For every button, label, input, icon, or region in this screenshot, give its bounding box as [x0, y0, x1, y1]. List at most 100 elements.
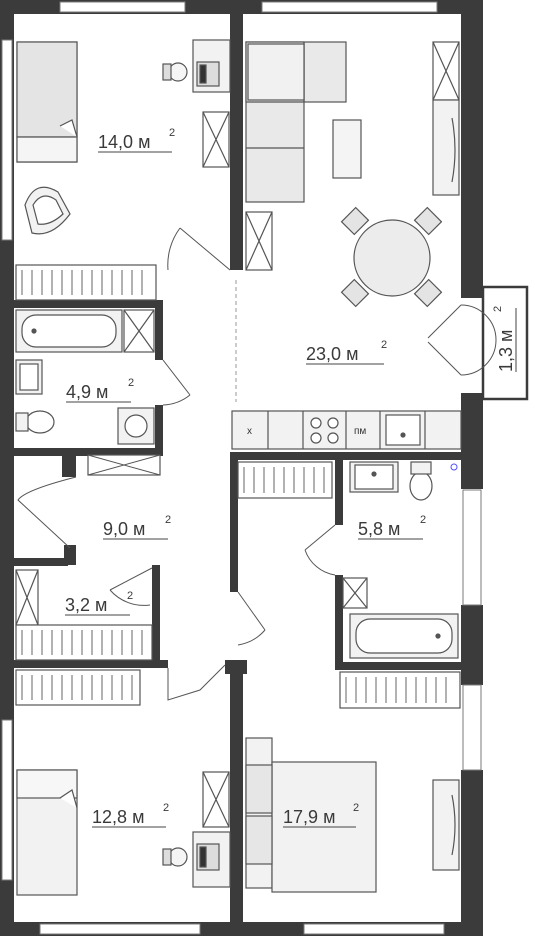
- area-closet: 3,2 м: [65, 595, 107, 615]
- wall-pillar-left: [62, 455, 76, 477]
- living-room-furniture: [245, 41, 460, 308]
- door-hall-entry: [17, 476, 77, 549]
- hob-burner-1: [310, 417, 322, 429]
- area-sup-bedroom-top: 2: [169, 127, 175, 139]
- door-bedroom-bottom-left: [167, 664, 226, 701]
- hob-burner-3: [310, 432, 322, 444]
- closet-rack-lines: [21, 630, 143, 655]
- riser-marker: [450, 463, 458, 471]
- wall-bath-left-right2: [155, 405, 163, 455]
- door-bathroom-right: [304, 524, 336, 576]
- outer-wall-right-bottom: [461, 770, 483, 936]
- dining-chair-3: [340, 278, 370, 308]
- rack-bedroom-bottom: [15, 669, 141, 706]
- room-label-bathroom-right: 5,8 м 2: [358, 514, 426, 540]
- area-sup-hallway: 2: [165, 514, 171, 526]
- window-bottom-right: [303, 923, 445, 935]
- window-left-2: [1, 719, 13, 881]
- room-label-bedroom-bottom-right: 17,9 м 2: [283, 802, 359, 828]
- rack-bath-right-lines: [243, 467, 325, 493]
- hob-burner-2: [327, 417, 339, 429]
- rack-bath-right: [237, 461, 333, 499]
- room-label-living: 23,0 м 2: [306, 339, 387, 365]
- closet-rack: [15, 624, 153, 661]
- area-sup-living: 2: [381, 339, 387, 351]
- wall-bath-left-bottom: [8, 448, 163, 456]
- door-closet: [109, 567, 153, 606]
- room-labels: 14,0 м 2 23,0 м 2 1,3 м 2 4,9 м 2 9,0 м …: [65, 127, 517, 828]
- partition-bedroom-living: [230, 8, 243, 270]
- bathroom-left-furniture: [15, 309, 155, 445]
- dining-chair-4: [413, 278, 443, 308]
- wall-bath-right-left: [230, 452, 238, 592]
- area-living: 23,0 м: [306, 344, 358, 364]
- closet-furniture: [15, 569, 153, 661]
- area-balcony: 1,3 м: [496, 330, 516, 372]
- window-left-1: [1, 39, 13, 241]
- room-label-bedroom-bottom-left: 12,8 м 2: [92, 802, 169, 828]
- wardrobe-hall-top: [15, 264, 157, 301]
- toilet-left: [25, 410, 55, 434]
- bedroom-top-furniture: [15, 39, 231, 301]
- area-sup-bathroom-right: 2: [420, 514, 426, 526]
- rack-bedroom-bottom-right: [339, 671, 461, 709]
- dining-chair-2: [413, 206, 443, 236]
- rack-bedroom-bottom-lines: [21, 675, 133, 700]
- windows: [1, 1, 482, 935]
- room-label-closet: 3,2 м 2: [65, 590, 133, 616]
- dining-chair-1: [340, 206, 370, 236]
- wall-bath-right-inner2: [335, 575, 343, 670]
- door-bedroom-bottom-right: [237, 591, 266, 646]
- wall-closet-bottom: [8, 660, 168, 668]
- room-label-bedroom-top: 14,0 м 2: [98, 127, 175, 153]
- window-right-2: [462, 684, 482, 771]
- area-sup-closet: 2: [127, 590, 133, 602]
- wall-closet-pillar: [64, 545, 76, 565]
- door-bathroom-left: [162, 359, 191, 406]
- rack-bedroom-bottom-right-lines: [345, 677, 447, 703]
- toilet-right: [409, 471, 433, 501]
- area-sup-bedroom-bottom-right: 2: [353, 802, 359, 814]
- bedroom-bottom-left-furniture: [15, 669, 231, 896]
- area-hallway: 9,0 м: [103, 519, 145, 539]
- room-label-balcony: 1,3 м 2: [492, 306, 517, 372]
- outer-wall-right-top: [461, 0, 483, 298]
- area-bedroom-top: 14,0 м: [98, 132, 150, 152]
- wardrobe-lines-top: [21, 270, 143, 295]
- office-chair-top: [168, 62, 188, 82]
- area-bedroom-bottom-right: 17,9 м: [283, 807, 335, 827]
- office-chair-bottom: [168, 847, 188, 867]
- kitchen: [231, 410, 462, 450]
- area-bathroom-left: 4,9 м: [66, 382, 108, 402]
- balcony: [427, 285, 529, 401]
- dining-table: [353, 219, 431, 297]
- wall-bath-right-inner: [335, 460, 343, 525]
- window-right-1: [462, 489, 482, 606]
- bathroom-right-furniture: [237, 461, 459, 659]
- wall-bath-right-bottom: [335, 662, 470, 670]
- window-top-right: [261, 1, 438, 13]
- outer-wall-right-lower: [461, 605, 483, 685]
- door-bedroom-top: [167, 227, 231, 271]
- dishwasher-label: пм: [354, 426, 366, 437]
- bedroom-bottom-right-furniture: [245, 671, 461, 893]
- kitchen-sink: [385, 414, 421, 446]
- area-bedroom-bottom-left: 12,8 м: [92, 807, 144, 827]
- hob-burner-4: [327, 432, 339, 444]
- partition-bedrooms: [230, 660, 243, 930]
- wall-closet-right: [152, 565, 160, 665]
- area-sup-bathroom-left: 2: [128, 377, 134, 389]
- wall-pillar-bottom: [225, 660, 247, 674]
- wall-closet-top: [8, 558, 68, 566]
- wall-bath-left-right: [155, 300, 163, 360]
- wall-bath-left-top: [8, 300, 163, 308]
- balcony-door-swing: [427, 304, 462, 376]
- window-top-left: [59, 1, 186, 13]
- hood-label: х: [247, 426, 252, 437]
- window-bottom-left: [39, 923, 201, 935]
- wall-bath-right-top: [230, 452, 470, 460]
- room-label-bathroom-left: 4,9 м 2: [66, 377, 134, 403]
- area-bathroom-right: 5,8 м: [358, 519, 400, 539]
- balcony-outline: [481, 285, 529, 401]
